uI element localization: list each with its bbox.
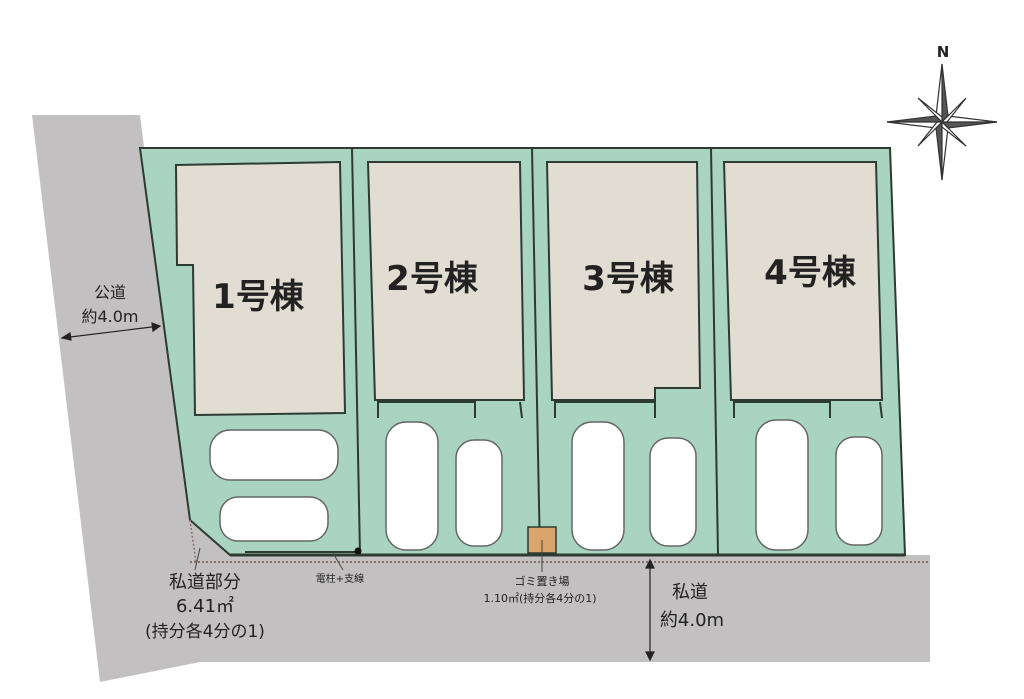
compass-icon [886, 63, 998, 181]
public-road-name: 公道 [94, 283, 126, 302]
private-road-name: 私道 [672, 582, 708, 603]
utility-pole-icon [354, 547, 362, 555]
building-1 [174, 160, 347, 417]
building-2-label: 2号棟 [386, 259, 479, 299]
road-area [32, 115, 930, 682]
building-1-label: 1号棟 [212, 277, 305, 317]
building-2 [366, 161, 526, 401]
building-4-label: 4号棟 [764, 253, 857, 293]
public-road-width: 約4.0m [81, 307, 138, 326]
private-share-ratio: (持分各4分の1) [145, 622, 265, 642]
cars [209, 419, 883, 551]
private-road-width: 約4.0m [660, 610, 724, 631]
building-4 [722, 161, 884, 401]
compass-north-label: N [937, 43, 950, 61]
building-3-label: 3号棟 [582, 259, 675, 299]
public-road-width-arrow [60, 322, 162, 341]
private-road-width-arrow [645, 558, 655, 662]
lot-dividers [351, 147, 719, 556]
private-share-area: 6.41㎡ [176, 595, 234, 617]
utility-pole-label: 電柱+支線 [316, 572, 364, 585]
garbage-title: ゴミ置き場 [515, 574, 570, 588]
garbage-detail: 1.10㎡(持分各4分の1) [483, 591, 596, 605]
private-share-title: 私道部分 [169, 572, 241, 593]
building-3 [545, 161, 702, 401]
